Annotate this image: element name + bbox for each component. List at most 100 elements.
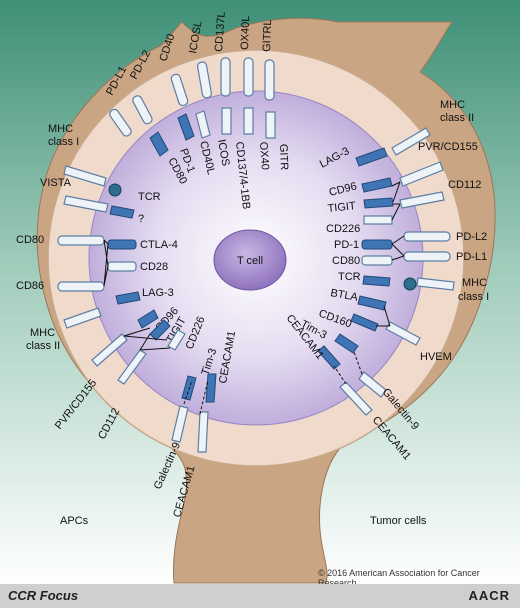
left-costim-arrows xyxy=(103,239,109,287)
pd-l1-top-ligand xyxy=(109,108,132,137)
label-lag-3-left: LAG-3 xyxy=(142,287,174,299)
ceacam1-left-ligand xyxy=(197,411,209,453)
label-ox40: OX40 xyxy=(257,141,271,170)
label-pd-l2-right: PD-L2 xyxy=(456,231,487,243)
pd-1-right-receptor xyxy=(361,239,393,250)
ceacam1-right-ligand xyxy=(339,381,373,416)
label-cd226-right: CD226 xyxy=(326,223,360,235)
lag-3-left-receptor xyxy=(115,291,141,305)
left-tim-dashed xyxy=(183,379,209,415)
tigit-right-receptor xyxy=(363,197,394,209)
label-hvem: HVEM xyxy=(420,351,452,363)
t-cell-nucleus xyxy=(213,229,287,291)
hvem-ligand xyxy=(385,321,421,346)
top-ligands xyxy=(109,57,275,137)
gitr-receptor-shape xyxy=(265,111,276,139)
publisher-logo: AACR xyxy=(468,588,510,603)
mhc-peptide-left xyxy=(108,183,122,197)
cd96-left-receptor xyxy=(137,309,159,329)
cd112-left-ligand xyxy=(117,349,147,385)
cd160-receptor xyxy=(350,313,379,332)
label-tumor-cells: Tumor cells xyxy=(370,515,427,527)
cd40l-receptor-shape xyxy=(177,113,195,141)
cd112-right-ligand xyxy=(399,191,445,209)
gitrl-ligand-shape xyxy=(264,59,275,101)
label-ctla-4: CTLA-4 xyxy=(140,239,178,251)
ctla-4-receptor xyxy=(107,239,137,250)
label-cd112-right: CD112 xyxy=(448,179,481,191)
right-pvr-arrows xyxy=(391,181,401,221)
galectin-9-right-ligand xyxy=(358,371,387,398)
right-pd-arrows xyxy=(391,235,405,261)
label-unknown: ? xyxy=(138,213,144,225)
mhc-class-ii-left-shape xyxy=(63,307,102,329)
left-pvr-arrows xyxy=(123,327,171,351)
cd40-ligand-shape xyxy=(170,73,189,107)
cd28-receptor xyxy=(107,261,137,272)
t-cell-label: T cell xyxy=(237,255,263,267)
ox40l-ligand-shape xyxy=(243,57,254,97)
label-cd80-right: CD80 xyxy=(332,255,360,267)
lag-3-right-receptor xyxy=(355,147,388,167)
mhc-class-i-left-shape xyxy=(63,165,107,187)
ceacam1-left-receptor xyxy=(205,373,217,403)
label-mhc-left-1: MHC xyxy=(48,123,73,135)
label-vista: VISTA xyxy=(40,177,72,189)
right-hvem-arrows xyxy=(376,305,391,327)
label-mhc-right2-2: class I xyxy=(458,291,489,303)
label-cd137l: CD137L xyxy=(213,11,228,52)
pd-l1-right-ligand xyxy=(403,251,451,262)
label-tcr-left: TCR xyxy=(138,191,161,203)
cd137-receptor-shape xyxy=(221,107,232,135)
cd226-right-receptor xyxy=(363,215,393,225)
cd86-ligand xyxy=(57,281,105,292)
tcr-right-receptor xyxy=(362,275,391,287)
label-tigit-right: TIGIT xyxy=(327,200,356,215)
btla-receptor xyxy=(357,295,387,311)
tigit-left-receptor xyxy=(149,319,171,341)
ox40-receptor-shape xyxy=(243,107,254,135)
icosl-ligand-shape xyxy=(196,61,213,99)
pd-l2-right-ligand xyxy=(403,231,451,242)
label-pvr-right: PVR/CD155 xyxy=(418,141,478,153)
mhc-peptide-right xyxy=(403,277,417,291)
cd80-right-receptor xyxy=(361,255,393,266)
label-mhc-right-2: class II xyxy=(440,112,474,124)
cd80-left-ligand xyxy=(57,235,105,246)
label-cd86: CD86 xyxy=(16,280,44,292)
label-pd-l1-right: PD-L1 xyxy=(456,251,487,263)
label-cd80-left: CD80 xyxy=(16,234,44,246)
mhc-class-ii-right-shape xyxy=(391,127,431,156)
pvr-left-ligand xyxy=(91,333,128,367)
label-tcr-right: TCR xyxy=(338,271,361,283)
icos-receptor-shape xyxy=(195,110,211,139)
pvr-right-ligand xyxy=(399,161,444,187)
vista-ligand-shape xyxy=(63,195,109,213)
right-tim-dashed xyxy=(333,351,363,385)
label-ox40l: OX40L xyxy=(239,15,252,50)
cd226-left-receptor xyxy=(167,329,186,351)
ceacam1-right-receptor xyxy=(317,345,341,370)
label-mhc-right2-1: MHC xyxy=(462,277,487,289)
label-mhc-left2-2: class II xyxy=(26,340,60,352)
label-pd-1-right: PD-1 xyxy=(334,239,359,251)
label-icosl: ICOSL xyxy=(187,20,205,55)
label-mhc-right-1: MHC xyxy=(440,99,465,111)
label-icos: ICOS xyxy=(215,138,231,167)
journal-name: CCR Focus xyxy=(8,588,79,603)
pd-1-top-receptor xyxy=(149,131,169,157)
pd-l2-top-ligand xyxy=(132,95,153,125)
footer-bar: CCR Focus AACR xyxy=(0,584,520,608)
label-cd28: CD28 xyxy=(140,261,168,273)
mhc-class-i-right-shape xyxy=(416,277,455,291)
label-gitr: GITR xyxy=(277,144,290,171)
label-btla: BTLA xyxy=(329,287,359,304)
galectin-9-left-ligand xyxy=(171,405,189,443)
cd137l-ligand-shape xyxy=(220,57,231,97)
label-apcs: APCs xyxy=(60,515,89,527)
top-receptors xyxy=(149,107,276,157)
tcr-left-receptor xyxy=(109,205,135,219)
label-mhc-left2-1: MHC xyxy=(30,327,55,339)
